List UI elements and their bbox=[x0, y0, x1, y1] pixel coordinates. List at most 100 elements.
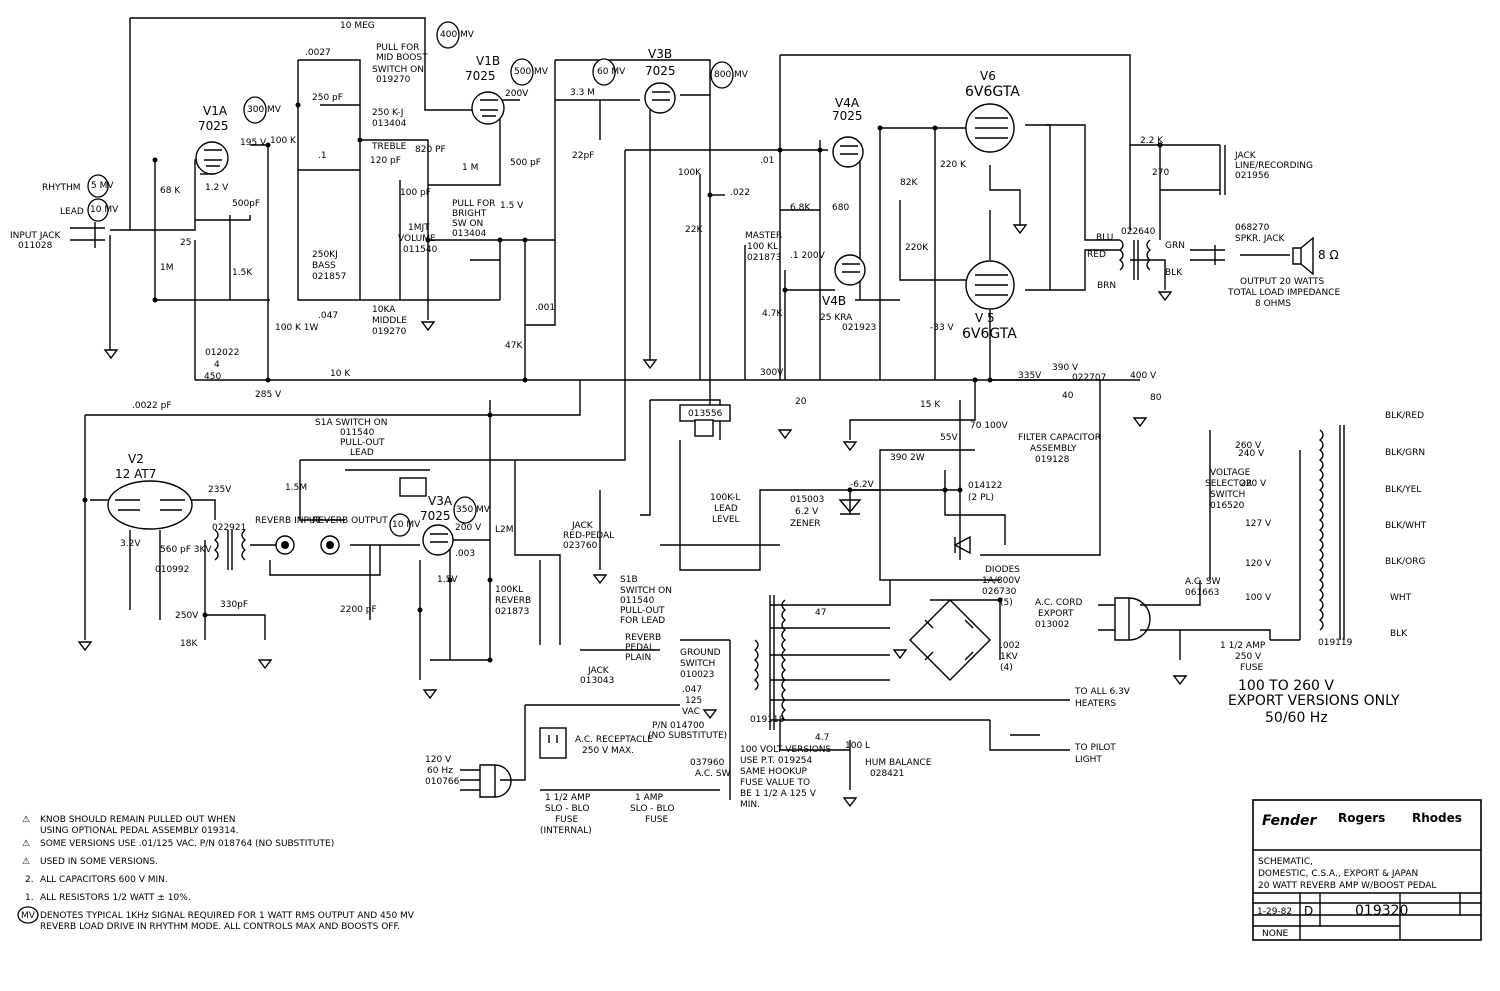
hum-part: 028421 bbox=[870, 769, 904, 779]
reverb-jack-2: 013043 bbox=[580, 676, 614, 686]
wire-blk-sel: BLK bbox=[1390, 629, 1408, 639]
middle-value: 10KA bbox=[372, 305, 396, 315]
input-jack-part: 011028 bbox=[18, 241, 53, 251]
note-4: ALL CAPACITORS 600 V MIN. bbox=[40, 875, 168, 885]
transformer-part: 019118 bbox=[750, 715, 785, 725]
tube-v6-symbol bbox=[965, 103, 1015, 153]
note-3-mark: ⚠ bbox=[22, 857, 30, 867]
s1b-3: 011540 bbox=[620, 596, 655, 606]
lead-label: LEAD bbox=[60, 207, 84, 217]
note-5-mark: 1. bbox=[25, 893, 34, 903]
comp-80: 80 bbox=[1150, 393, 1162, 403]
speaker-ohms: 8 Ω bbox=[1318, 248, 1339, 262]
selector-4: 016520 bbox=[1210, 501, 1245, 511]
bass-label: BASS bbox=[312, 261, 336, 271]
reverb-transformer-symbol bbox=[213, 529, 247, 570]
brand-rhodes: Rhodes bbox=[1412, 811, 1462, 825]
export-line2: EXPORT VERSIONS ONLY bbox=[1228, 693, 1400, 709]
comp-014122: 014122 bbox=[968, 481, 1002, 491]
comp-20: 20 bbox=[795, 397, 807, 407]
volt-neg-6-2v: -6.2V bbox=[850, 480, 875, 490]
accord-1: A.C. CORD bbox=[1035, 598, 1082, 608]
comp-021923: 021923 bbox=[842, 323, 876, 333]
tap-120: 120 V bbox=[1245, 559, 1272, 569]
tube-v3a-name: V3A bbox=[428, 494, 453, 508]
comp-10k: 10 K bbox=[330, 369, 351, 379]
bridge-rectifier-symbol bbox=[909, 599, 991, 681]
s1a-3: PULL-OUT bbox=[340, 438, 385, 448]
volume-value: 1MJT bbox=[408, 223, 430, 233]
output-transformer-symbol bbox=[1118, 239, 1152, 280]
reverb-input: REVERB INPUT bbox=[255, 516, 321, 526]
filter-3: 019128 bbox=[1035, 455, 1070, 465]
heaters-2: HEATERS bbox=[1075, 699, 1116, 709]
acsw-2: 061663 bbox=[1185, 588, 1219, 598]
wire-grn: GRN bbox=[1165, 241, 1185, 251]
tap-127: 127 V bbox=[1245, 519, 1272, 529]
acswm-1: 037960 bbox=[690, 758, 725, 768]
comp-82k: 82K bbox=[900, 178, 918, 188]
speaker-jack-symbol bbox=[1190, 245, 1290, 265]
reverb-pedal-1: REVERB bbox=[625, 633, 661, 643]
red-pedal-1: JACK bbox=[571, 521, 594, 531]
note-5: ALL RESISTORS 1/2 WATT ± 10%. bbox=[40, 893, 191, 903]
note-2: SOME VERSIONS USE .01/125 VAC. P/N 01876… bbox=[40, 839, 334, 849]
volt-300v: 300V bbox=[760, 368, 784, 378]
volt-3-2v: 3.2V bbox=[120, 539, 141, 549]
lead-level-value: 100K-L bbox=[710, 493, 740, 503]
tube-v4a-name: V4A bbox=[835, 96, 860, 110]
hv-3: SAME HOOKUP bbox=[740, 767, 808, 777]
red-pedal-3: 023760 bbox=[563, 541, 598, 551]
receptacle-symbol bbox=[539, 727, 567, 759]
comp-220k: 220 K bbox=[940, 160, 967, 170]
gcap-1: .047 bbox=[682, 685, 702, 695]
level-10mv-reverb: 10 MV bbox=[392, 520, 421, 530]
tap-260: 260 V bbox=[1235, 441, 1262, 451]
note-3: USED IN SOME VERSIONS. bbox=[40, 857, 158, 867]
wire-blk-org: BLK/ORG bbox=[1385, 557, 1425, 567]
volt-335v: 335V bbox=[1018, 371, 1042, 381]
midboost-2: MID BOOST bbox=[376, 53, 428, 63]
export-transformer-symbol bbox=[1318, 425, 1345, 640]
comp-47: 47 bbox=[815, 608, 826, 618]
comp-22pf: 22pF bbox=[572, 151, 594, 161]
comp-47k: 47K bbox=[505, 341, 523, 351]
s1b-4: PULL-OUT bbox=[620, 606, 665, 616]
comp-820pf: 820 PF bbox=[415, 145, 446, 155]
hv-6: MIN. bbox=[740, 800, 760, 810]
hv-4: FUSE VALUE TO bbox=[740, 778, 810, 788]
s1a-2: 011540 bbox=[340, 428, 375, 438]
fuseexp-3: FUSE bbox=[1240, 663, 1263, 673]
tube-v1a-symbol bbox=[195, 141, 229, 175]
tube-v1a-type: 7025 bbox=[198, 119, 229, 133]
lead-level-label: LEAD bbox=[714, 504, 738, 514]
wire-brn: BRN bbox=[1097, 281, 1116, 291]
treble-label: TREBLE bbox=[371, 142, 407, 152]
reverb-part: 021873 bbox=[495, 607, 529, 617]
tube-v2-symbol bbox=[107, 480, 193, 530]
diode-symbol bbox=[953, 535, 971, 555]
fuseint-3: FUSE bbox=[555, 815, 578, 825]
hv-2: USE P.T. 019254 bbox=[740, 756, 813, 766]
comp-012022: 012022 bbox=[205, 348, 239, 358]
cap-1kv: 1KV bbox=[1000, 652, 1019, 662]
filter-2: ASSEMBLY bbox=[1030, 444, 1077, 454]
comp-15k: 15 K bbox=[920, 400, 941, 410]
comp-25: 25 bbox=[180, 238, 191, 248]
reverb-input-jack-symbol bbox=[275, 535, 295, 555]
comp-120pf: 120 pF bbox=[370, 156, 401, 166]
recept-1: A.C. RECEPTACLE bbox=[575, 735, 653, 745]
comp-022707: 022707 bbox=[1072, 373, 1106, 383]
reverb-jack-1: JACK bbox=[587, 666, 610, 676]
pilot-2: LIGHT bbox=[1075, 755, 1102, 765]
tap-100: 100 V bbox=[1245, 593, 1272, 603]
comp-100l: 100 L bbox=[845, 741, 870, 751]
line-jack-2: LINE/RECORDING bbox=[1235, 161, 1313, 171]
comp-2-2k: 2.2 K bbox=[1140, 136, 1164, 146]
midboost-1: PULL FOR bbox=[376, 43, 419, 53]
tube-v3b-name: V3B bbox=[648, 47, 672, 61]
note-mv-badge bbox=[17, 906, 39, 924]
wire-blk-yel: BLK/YEL bbox=[1385, 485, 1421, 495]
level-400mv: 400 MV bbox=[440, 30, 475, 40]
tube-v6-name: V6 bbox=[980, 69, 996, 83]
